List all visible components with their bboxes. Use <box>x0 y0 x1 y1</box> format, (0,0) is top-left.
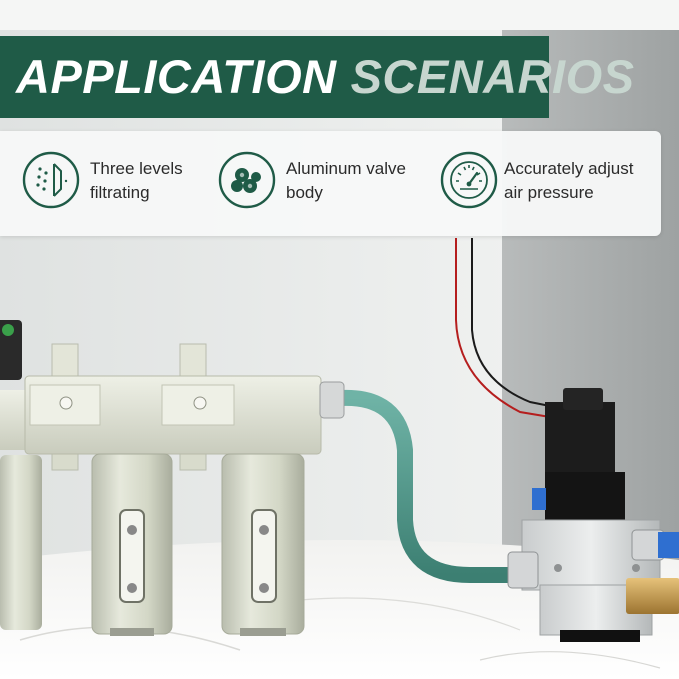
banner-title-word2: SCENARIOS <box>350 50 635 103</box>
feature-line2: body <box>286 183 323 202</box>
filter-levels-icon <box>22 151 80 209</box>
feature-label: Three levels filtrating <box>90 157 250 205</box>
feature-line1: Aluminum valve <box>286 159 406 178</box>
banner-title-word1: APPLICATION <box>16 50 337 103</box>
pressure-gauge-icon <box>440 151 498 209</box>
aluminum-valve-body-icon <box>218 151 276 209</box>
feature-label: Accurately adjust air pressure <box>504 157 654 205</box>
feature-line1: Accurately adjust <box>504 159 634 178</box>
feature-line1: Three levels <box>90 159 183 178</box>
feature-label: Aluminum valve body <box>286 157 446 205</box>
feature-strip: Three levels filtrating Aluminum valve b… <box>0 131 661 236</box>
feature-line2: air pressure <box>504 183 594 202</box>
feature-line2: filtrating <box>90 183 150 202</box>
